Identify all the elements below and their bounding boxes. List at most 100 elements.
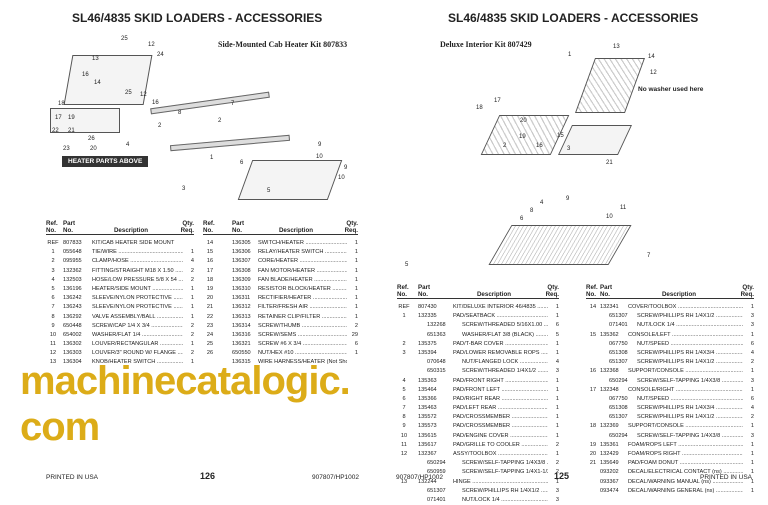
callout: 8 xyxy=(530,208,534,214)
quantity: 2 xyxy=(750,414,754,421)
leader-dots: ........................................… xyxy=(156,359,183,366)
footer-doc-number: 907807/HP1002 xyxy=(312,474,359,481)
part-number: 136310 xyxy=(232,285,251,292)
description: FILTER/FRESH AIR .......................… xyxy=(258,303,347,312)
callout: 9 xyxy=(318,142,322,148)
part-number: 136314 xyxy=(232,322,251,329)
part-number: 136307 xyxy=(232,258,251,265)
callout: 13 xyxy=(92,56,99,62)
quantity: 1 xyxy=(555,313,559,320)
ref-number: 1 xyxy=(402,313,406,320)
leader-dots: ........................................… xyxy=(676,322,743,329)
quantity: 6 xyxy=(750,395,754,402)
part-number: 650294 xyxy=(609,377,628,384)
description: PAD/FOAM DONUT .........................… xyxy=(628,459,743,468)
part-number: 132503 xyxy=(63,276,82,283)
description: SCREW/SELF-TAPPING 1/4X3/8 .............… xyxy=(637,377,743,386)
ref-number: 2 xyxy=(402,340,406,347)
part-number: 132368 xyxy=(600,368,619,375)
leader-dots: ........................................… xyxy=(677,304,743,310)
heater-parts-above-label: HEATER PARTS ABOVE xyxy=(62,156,149,167)
footer-printed: PRINTED IN USA xyxy=(700,474,753,481)
leader-dots: ........................................… xyxy=(511,423,548,430)
part-number: 136302 xyxy=(63,341,82,348)
description: RELAY/HEATER SWITCH ....................… xyxy=(258,248,347,257)
ref-number: 6 xyxy=(402,395,406,402)
ref-number: 3 xyxy=(402,349,406,356)
description: PAD/SEATBACK ...........................… xyxy=(453,312,548,321)
description-text: SUPPORT/CONSOLE xyxy=(628,423,684,430)
description-text: RESISTOR BLOCK/HEATER xyxy=(258,285,331,292)
description: NUT/LOCK 1/4 ...........................… xyxy=(462,496,548,505)
leader-dots: ........................................… xyxy=(543,322,548,329)
leader-dots: ........................................… xyxy=(472,478,548,485)
description: PAD/CROSSMEMBER ........................… xyxy=(453,413,548,422)
description-text: SCREW/THREADED 5/16X1.00 xyxy=(462,322,543,329)
callout: 9 xyxy=(344,165,348,171)
description: SCREW/SELF-TAPPING 1/4X1-1/2 ...........… xyxy=(462,468,548,477)
leader-dots: ........................................… xyxy=(312,295,347,302)
description: SCREW/SEMS .............................… xyxy=(258,331,347,340)
ref-number: 15 xyxy=(589,331,597,338)
part-number: 136309 xyxy=(232,276,251,283)
part-number: 136308 xyxy=(232,267,251,274)
description-text: SLEEVE/NYLON PROTECTIVE xyxy=(92,295,172,302)
leader-dots: ........................................… xyxy=(501,496,548,503)
callout: 16 xyxy=(82,72,89,78)
part-number: 132244 xyxy=(418,478,437,485)
leader-dots: ........................................… xyxy=(535,331,548,338)
quantity: 1 xyxy=(555,377,559,384)
part-number: 135464 xyxy=(418,386,437,393)
description: WASHER/FLAT 3/8 (BLACK) ................… xyxy=(462,331,548,340)
header-description: Description xyxy=(278,227,314,234)
leader-dots: ........................................… xyxy=(511,414,548,421)
header-ref: Ref. No. xyxy=(397,284,409,298)
leader-dots: ........................................… xyxy=(324,249,347,256)
part-number: 136313 xyxy=(232,313,251,320)
quantity: 1 xyxy=(555,451,559,457)
callout: 24 xyxy=(157,52,164,58)
ref-number: 7 xyxy=(51,304,55,311)
description: SLEEVE/NYLON PROTECTIVE ................… xyxy=(92,294,183,303)
quantity: 2 xyxy=(555,469,559,476)
footer-printed: PRINTED IN USA xyxy=(46,474,99,481)
leader-dots: ........................................… xyxy=(297,331,347,338)
leader-dots: ........................................… xyxy=(675,386,743,393)
ref-number: 5 xyxy=(402,386,406,393)
quantity: 1 xyxy=(354,295,358,302)
description: FITTING/STRAIGHT M18 X 1.50 ............… xyxy=(92,267,183,276)
callout: 2 xyxy=(218,118,222,124)
leader-dots: ........................................… xyxy=(496,313,548,320)
description: PAD/CROSSMEMBER ........................… xyxy=(453,422,548,431)
ref-number: REF xyxy=(398,304,410,310)
part-number: 093474 xyxy=(600,487,619,494)
callout: 11 xyxy=(620,205,627,211)
description: PAD/ENGINE COVER .......................… xyxy=(453,432,548,441)
header-part: Part No. xyxy=(63,220,76,234)
description-text: RELAY/HEATER SWITCH xyxy=(258,249,324,256)
quantity: 2 xyxy=(190,322,194,329)
callout: 6 xyxy=(520,216,524,222)
quantity: 1 xyxy=(354,258,358,265)
quantity: 1 xyxy=(354,240,358,246)
description: DECAL/ELECTRICAL CONTACT (ns) ..........… xyxy=(628,468,743,477)
part-number: 135615 xyxy=(418,432,437,439)
description: RETAINER CLIP/FILTER ...................… xyxy=(258,313,347,322)
leader-dots: ........................................… xyxy=(501,395,548,402)
callout: 7 xyxy=(231,101,235,107)
description-text: HEATER/SIDE MOUNT xyxy=(92,285,151,292)
ref-number: 18 xyxy=(589,423,597,430)
ref-number: 15 xyxy=(206,249,214,256)
leader-dots: ........................................… xyxy=(309,304,347,311)
leader-dots: ........................................… xyxy=(505,340,548,347)
leader-dots: ........................................… xyxy=(156,313,183,320)
header-ref: Ref. No. xyxy=(203,220,215,234)
description-text: WASHER/FLAT 1/4 xyxy=(92,331,141,338)
